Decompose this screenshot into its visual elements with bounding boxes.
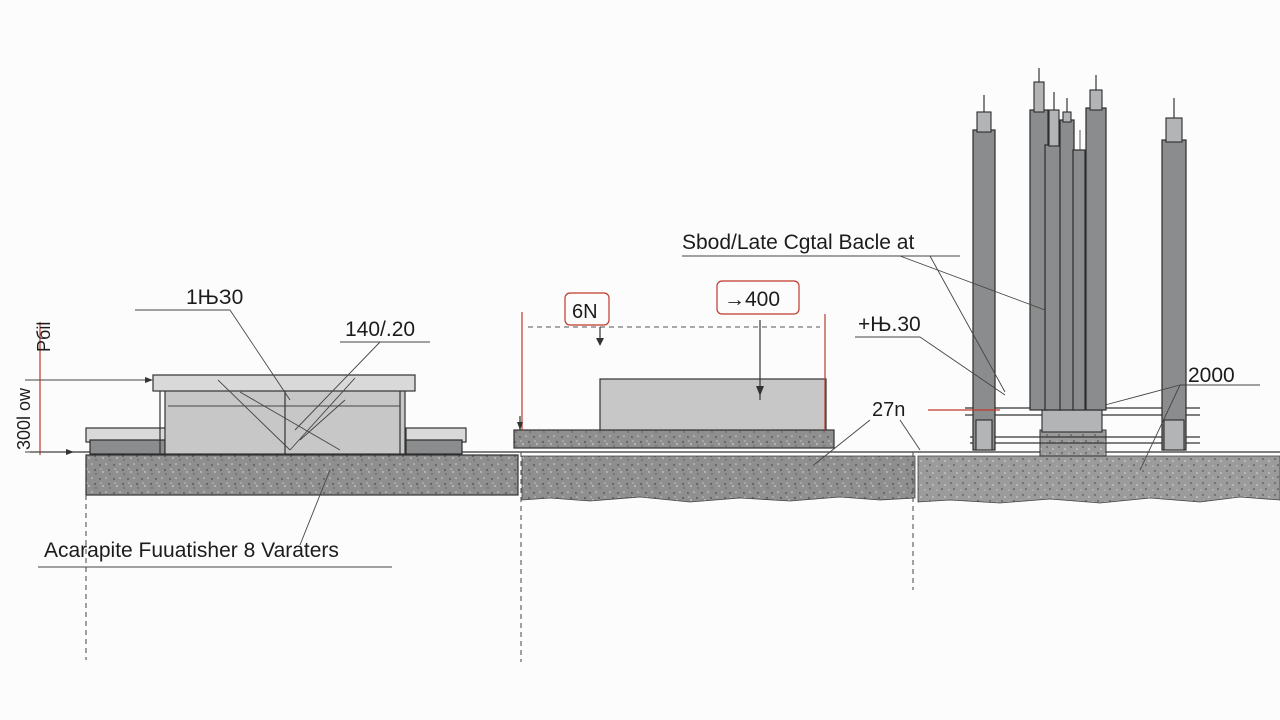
center-slab-structure <box>513 312 835 449</box>
label-frame-6n <box>564 292 610 326</box>
tower-left <box>972 95 996 451</box>
ground-left-block <box>85 454 519 496</box>
label-frame-400 <box>716 280 800 315</box>
side-label-left: Pбil <box>34 322 54 352</box>
dim-label-400: →400 <box>724 288 780 311</box>
ground-right <box>917 455 1280 504</box>
tower-cluster <box>1029 68 1107 411</box>
dim-label-right-callout: +Њ.30 <box>858 313 921 336</box>
center-slab <box>513 429 835 449</box>
side-label-vertical: 300l ow <box>14 387 34 450</box>
ground-profile <box>30 429 1280 662</box>
left-foundation-structure <box>85 374 467 455</box>
bottom-caption: Acarapite Fuuatisher 8 Varaters <box>44 539 339 562</box>
dim-label-mid-left: 140/.20 <box>345 318 415 341</box>
tower-structure <box>965 68 1200 451</box>
dim-label-27n: 27n <box>872 399 905 421</box>
dim-label-2000: 2000 <box>1188 364 1235 387</box>
dim-label-top-left: 1ЊЗ0 <box>186 286 243 309</box>
dim-label-6n: 6N <box>572 301 598 323</box>
center-block <box>599 378 827 431</box>
leader-lines <box>25 255 1260 568</box>
callout-label-top: Sbod/Late Cgtal Bacle at <box>682 231 914 254</box>
ground-middle <box>521 455 916 503</box>
